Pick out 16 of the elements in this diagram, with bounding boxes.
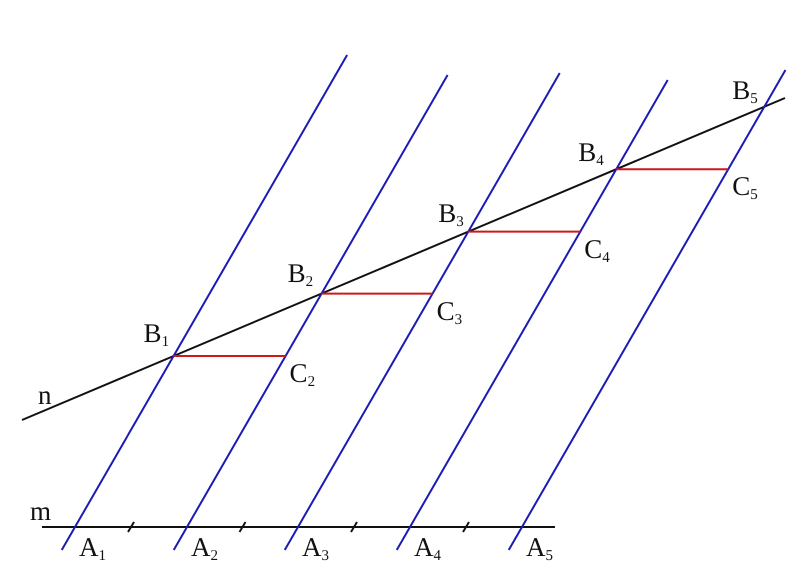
point-label: A$_{2}$ bbox=[191, 534, 218, 564]
point-label: B$_{5}$ bbox=[732, 76, 758, 107]
point-label: A$_{5}$ bbox=[526, 534, 553, 564]
point-label: B$_{3}$ bbox=[438, 200, 464, 230]
point-label: B$_{1}$ bbox=[144, 320, 170, 350]
point-label: C$_{4}$ bbox=[584, 236, 610, 266]
point-label: A$_{4}$ bbox=[414, 534, 441, 564]
point-label: A$_{1}$ bbox=[79, 534, 106, 564]
point-label: B$_{2}$ bbox=[288, 260, 314, 290]
line-label: m bbox=[30, 498, 52, 525]
point-label: C$_{2}$ bbox=[290, 360, 316, 390]
point-label: A$_{3}$ bbox=[302, 534, 329, 564]
line-label: n bbox=[38, 382, 52, 409]
point-label: C$_{5}$ bbox=[732, 173, 758, 204]
point-label: B$_{4}$ bbox=[578, 139, 604, 170]
point-label: C$_{3}$ bbox=[436, 298, 462, 328]
